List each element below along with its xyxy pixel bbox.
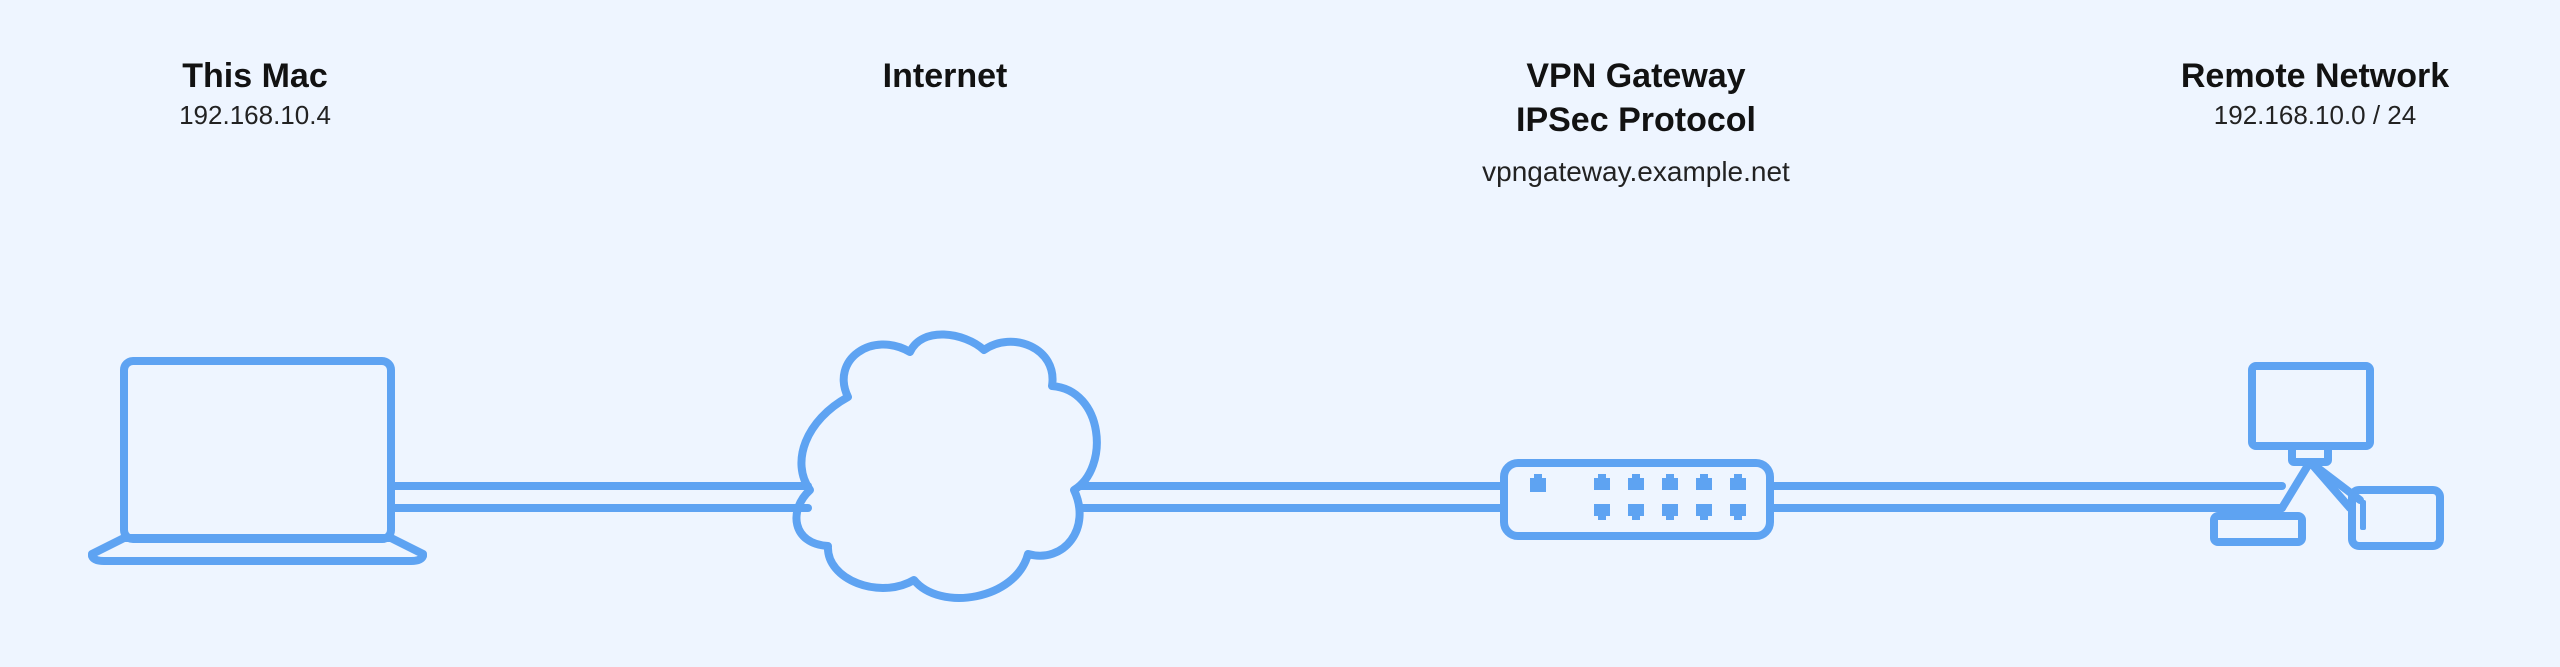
this-mac-label: This Mac 192.168.10.4 bbox=[179, 54, 331, 132]
internet-label: Internet bbox=[883, 54, 1008, 98]
switch-ports bbox=[1530, 474, 1746, 520]
remote-network-subnet: 192.168.10.0 / 24 bbox=[2213, 100, 2417, 130]
internet-title: Internet bbox=[882, 57, 1008, 95]
remote-network-label: Remote Network 192.168.10.0 / 24 bbox=[2181, 54, 2449, 132]
vpn-gateway-label: VPN Gateway IPSec Protocol vpngateway.ex… bbox=[1482, 54, 1790, 190]
connection-mac-internet bbox=[388, 482, 812, 512]
remote-network-title: Remote Network bbox=[2180, 57, 2450, 95]
laptop-icon bbox=[88, 357, 427, 565]
vpn-gateway-protocol: IPSec Protocol bbox=[1516, 101, 1756, 139]
this-mac-address: 192.168.10.4 bbox=[179, 100, 331, 130]
vpn-gateway-host: vpngateway.example.net bbox=[1482, 156, 1790, 187]
network-devices-icon bbox=[2210, 362, 2444, 550]
connection-internet-gateway bbox=[1076, 482, 1508, 512]
this-mac-title: This Mac bbox=[182, 57, 328, 95]
switch-icon bbox=[1500, 459, 1774, 540]
cloud-icon bbox=[792, 330, 1101, 602]
connection-gateway-remote bbox=[1766, 482, 2286, 512]
vpn-gateway-title: VPN Gateway bbox=[1526, 57, 1746, 95]
remote-device-details bbox=[2360, 486, 2432, 530]
